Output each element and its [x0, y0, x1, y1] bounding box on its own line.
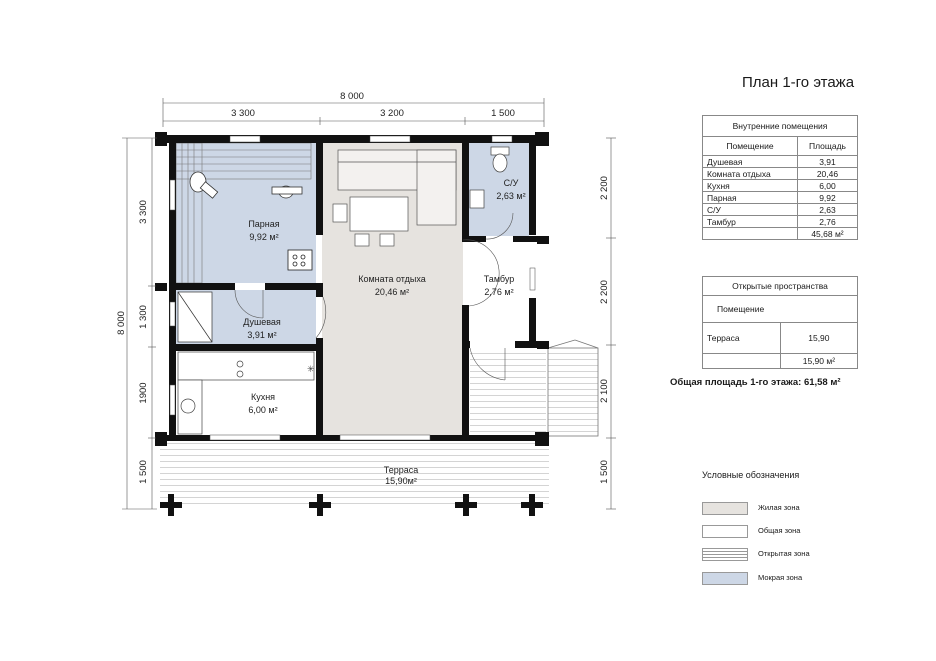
legend-label-open: Открытая зона — [758, 549, 810, 558]
sauna-person-icon — [189, 171, 303, 199]
tambur-steps — [470, 348, 546, 438]
room-tambur-name: Тамбур — [484, 274, 515, 284]
row-name: Душевая — [702, 155, 798, 168]
row-name: Парная — [702, 191, 798, 204]
room-parnaya-name: Парная — [248, 219, 279, 229]
row-area: 2,76 — [796, 215, 859, 228]
inner-total: 45,68 м² — [796, 227, 859, 240]
terrasa-floor — [160, 441, 549, 507]
total-area: Общая площадь 1-го этажа: 61,58 м² — [670, 377, 841, 388]
dim-left-3: 1900 — [138, 382, 149, 403]
row-name: Комната отдыха — [702, 167, 798, 180]
dim-left-1: 3 300 — [138, 200, 149, 224]
inner-table-caption: Внутренние помещения — [702, 115, 858, 137]
legend-title: Условные обозначения — [702, 470, 800, 480]
legend-swatch-wet — [702, 572, 748, 585]
room-su-name: С/У — [504, 178, 519, 188]
row-area: 3,91 — [796, 155, 859, 168]
row-area: 2,63 — [796, 203, 859, 216]
dim-left-total: 8 000 — [116, 311, 127, 335]
room-kuhnya-area: 6,00 м² — [248, 405, 277, 415]
open-table-caption: Открытые пространства — [702, 276, 858, 296]
row-area: 20,46 — [796, 167, 859, 180]
sauna-stove-icon — [287, 249, 313, 271]
dim-right-1: 2 200 — [599, 176, 610, 200]
legend-label-wet: Мокрая зона — [758, 573, 803, 582]
legend-swatch-common — [702, 525, 748, 538]
legend-swatch-living — [702, 502, 748, 515]
room-kuhnya-name: Кухня — [251, 392, 275, 402]
doors — [234, 212, 514, 381]
dim-top-2: 3 200 — [380, 108, 404, 119]
open-col-room: Помещение — [702, 295, 858, 323]
legend-label-living: Жилая зона — [758, 503, 800, 512]
inner-col-room: Помещение — [702, 136, 798, 156]
row-name: Тамбур — [702, 215, 798, 228]
room-komnata-name: Комната отдыха — [358, 274, 426, 284]
room-terrasa-area: 15,90м² — [385, 476, 417, 486]
dimension-lines — [122, 98, 616, 510]
page-title: План 1-го этажа — [742, 74, 855, 91]
legend-label-common: Общая зона — [758, 526, 801, 535]
row-name: Кухня — [702, 179, 798, 192]
windows — [169, 135, 536, 441]
shower-tray-icon — [177, 291, 213, 343]
open-row-name: Терраса — [702, 322, 781, 354]
dim-right-3: 2 100 — [599, 379, 610, 403]
room-komnata-area: 20,46 м² — [375, 287, 409, 297]
dim-right-4: 1 500 — [599, 460, 610, 484]
svg-text:✳: ✳ — [307, 364, 315, 374]
open-total: 15,90 м² — [779, 353, 859, 369]
inner-rooms-table: Внутренние помещения Помещение Площадь Д… — [702, 115, 859, 240]
room-terrasa-name: Терраса — [384, 465, 419, 475]
walls — [155, 132, 549, 516]
row-area: 6,00 — [796, 179, 859, 192]
open-total-spacer — [702, 353, 781, 369]
dim-top-3: 1 500 — [491, 108, 515, 119]
row-name: С/У — [702, 203, 798, 216]
outer-stairs — [547, 347, 599, 437]
dim-left-2: 1 300 — [138, 305, 149, 329]
total-spacer — [702, 227, 798, 240]
open-row-area: 15,90 — [779, 322, 859, 354]
dim-top-1: 3 300 — [231, 108, 255, 119]
row-area: 9,92 — [796, 191, 859, 204]
sofa-icon — [337, 149, 457, 226]
dining-table-icon — [332, 196, 409, 247]
room-parnaya-area: 9,92 м² — [249, 232, 278, 242]
room-su-area: 2,63 м² — [496, 191, 525, 201]
room-tambur-area: 2,76 м² — [484, 287, 513, 297]
kitchen-counter: ✳ — [177, 351, 315, 435]
dim-left-4: 1 500 — [138, 460, 149, 484]
room-dush-area: 3,91 м² — [247, 330, 276, 340]
legend-swatch-open — [702, 548, 748, 561]
room-dush-name: Душевая — [243, 317, 281, 327]
toilet-icon — [469, 146, 510, 209]
dim-right-2: 2 200 — [599, 280, 610, 304]
dim-top-total: 8 000 — [340, 91, 364, 102]
inner-col-area: Площадь — [796, 136, 859, 156]
